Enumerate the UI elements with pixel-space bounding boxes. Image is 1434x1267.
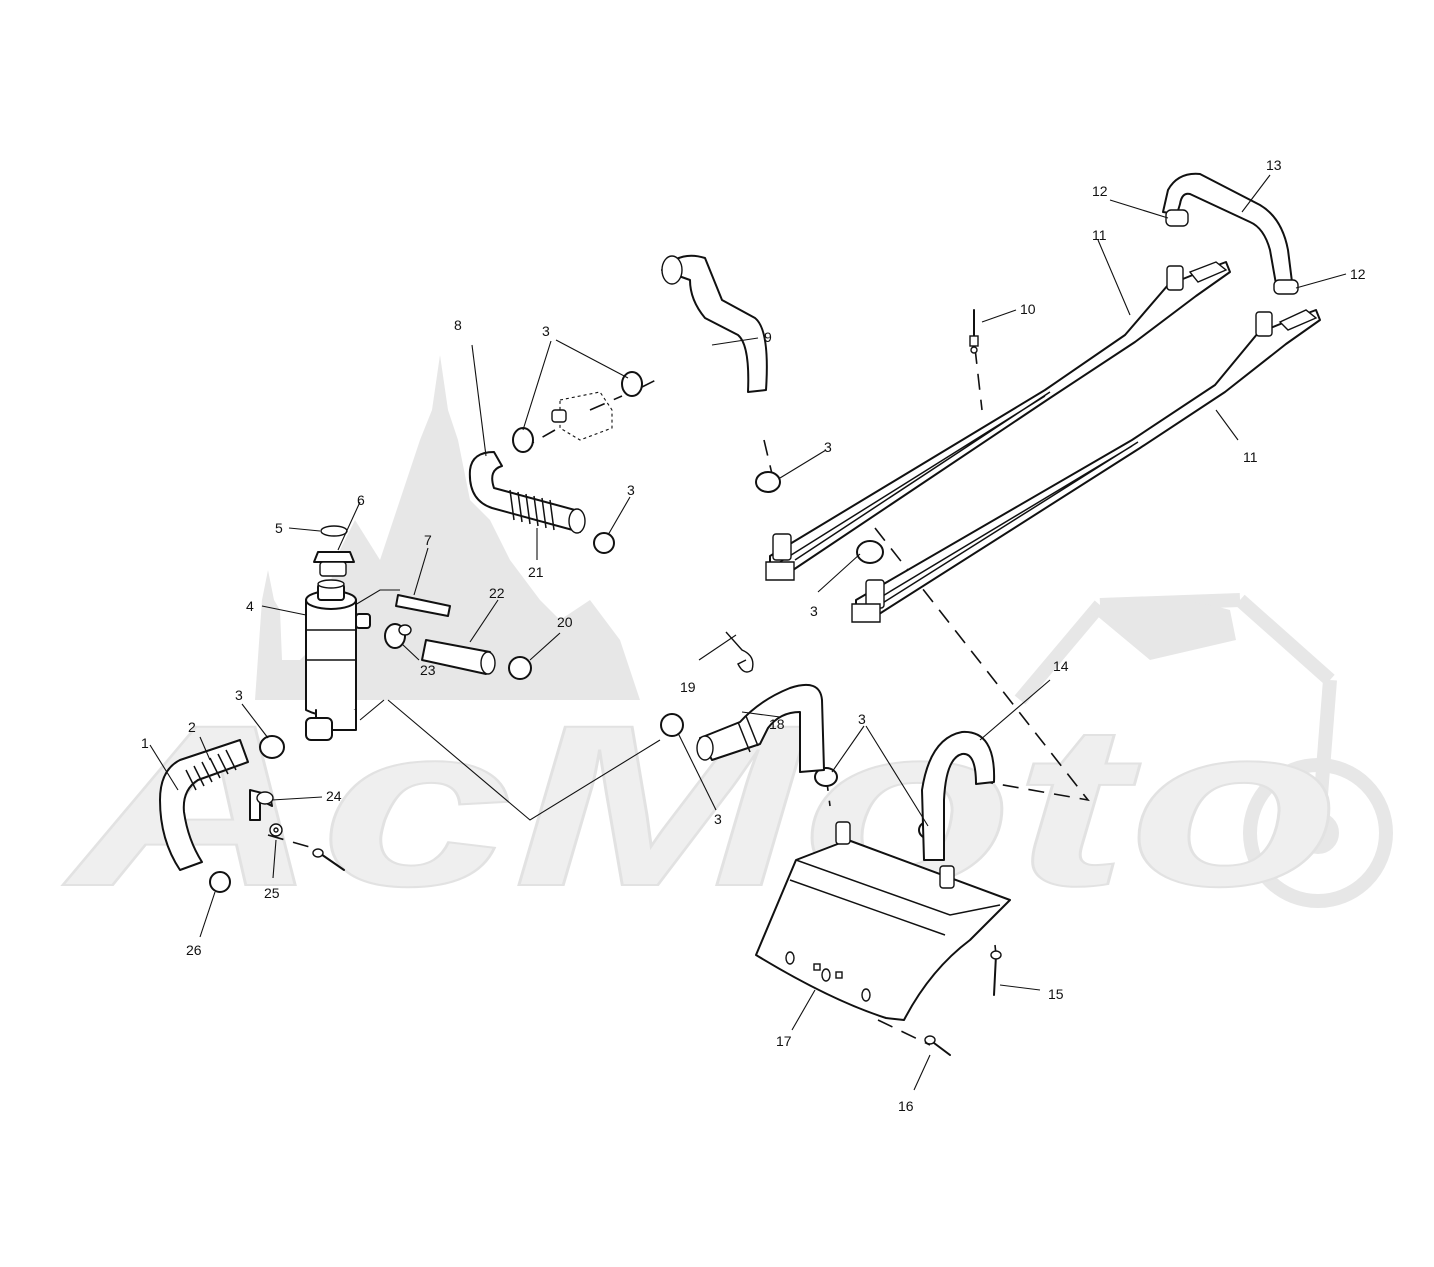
callout-12: 12 (1350, 266, 1366, 282)
callout-25: 25 (264, 885, 280, 901)
clamp-3b (621, 371, 643, 397)
clamp-3d (593, 532, 615, 554)
bracket-24 (249, 789, 274, 821)
tie-strap-19 (725, 631, 754, 673)
callout-6: 6 (357, 492, 365, 508)
spring-21 (509, 489, 555, 531)
callout-5: 5 (275, 520, 283, 536)
callout-11: 11 (1243, 449, 1258, 465)
callout-8: 8 (454, 317, 462, 333)
callout-14: 14 (1053, 658, 1069, 674)
callout-26: 26 (186, 942, 202, 958)
callout-21: 21 (528, 564, 544, 580)
leader-lines (149, 174, 1347, 1091)
coolant-tank-4 (305, 579, 371, 741)
callout-3: 3 (627, 482, 635, 498)
callout-3: 3 (542, 323, 550, 339)
cap-6 (313, 551, 355, 577)
clamp-20 (508, 656, 532, 680)
callout-16: 16 (898, 1098, 914, 1114)
callout-24: 24 (326, 788, 342, 804)
clamp-3h (814, 767, 838, 787)
callout-20: 20 (557, 614, 573, 630)
callout-12: 12 (1092, 183, 1108, 199)
callout-4: 4 (246, 598, 254, 614)
washer-25 (269, 823, 283, 837)
callout-labels: 1 2 3 3 3 3 3 3 3 4 5 6 7 8 9 10 11 11 1… (141, 157, 1366, 1114)
hose-8 (468, 451, 586, 534)
callout-23: 23 (420, 662, 436, 678)
screw-16 (924, 1035, 951, 1056)
callout-15: 15 (1048, 986, 1064, 1002)
callout-3: 3 (824, 439, 832, 455)
hose-18 (696, 684, 825, 773)
tube-7 (395, 594, 451, 617)
callout-19: 19 (680, 679, 696, 695)
rivet-15 (990, 950, 1002, 996)
bolt-10 (969, 309, 979, 354)
callout-18: 18 (769, 716, 785, 732)
watermark-motorcycle (1014, 593, 1393, 908)
clamp-3e (856, 540, 884, 564)
callout-13: 13 (1266, 157, 1282, 173)
heat-exchanger-upper-11 (765, 261, 1231, 581)
callout-11: 11 (1092, 227, 1107, 243)
watermark: AcMoto (61, 355, 1393, 935)
clamp-3g (660, 713, 684, 737)
callout-10: 10 (1020, 301, 1036, 317)
watermark-text: AcMoto (62, 677, 1340, 934)
clamp-26 (209, 871, 231, 893)
hose-14 (921, 730, 996, 861)
crossover-hose-13 (1162, 172, 1299, 295)
clamp-3c (755, 471, 781, 493)
thermostat-housing (551, 391, 613, 441)
callout-17: 17 (776, 1033, 792, 1049)
screw-near-25 (312, 848, 345, 871)
callout-3: 3 (235, 687, 243, 703)
hose-1 (159, 739, 249, 871)
callout-1: 1 (141, 735, 149, 751)
heat-exchanger-lower-11 (851, 309, 1321, 623)
hose-9 (661, 254, 768, 393)
callout-3: 3 (714, 811, 722, 827)
spring-2 (185, 749, 237, 791)
callout-7: 7 (424, 532, 432, 548)
hose-22 (421, 639, 496, 675)
shield-17 (755, 821, 1011, 1021)
callout-2: 2 (188, 719, 196, 735)
callout-9: 9 (764, 329, 772, 345)
clamp-3a (512, 427, 534, 453)
clamp-23 (384, 623, 412, 649)
callout-3: 3 (810, 603, 818, 619)
callout-3: 3 (858, 711, 866, 727)
callout-22: 22 (489, 585, 505, 601)
clamp-3f (259, 735, 285, 759)
gasket-5 (320, 525, 348, 537)
